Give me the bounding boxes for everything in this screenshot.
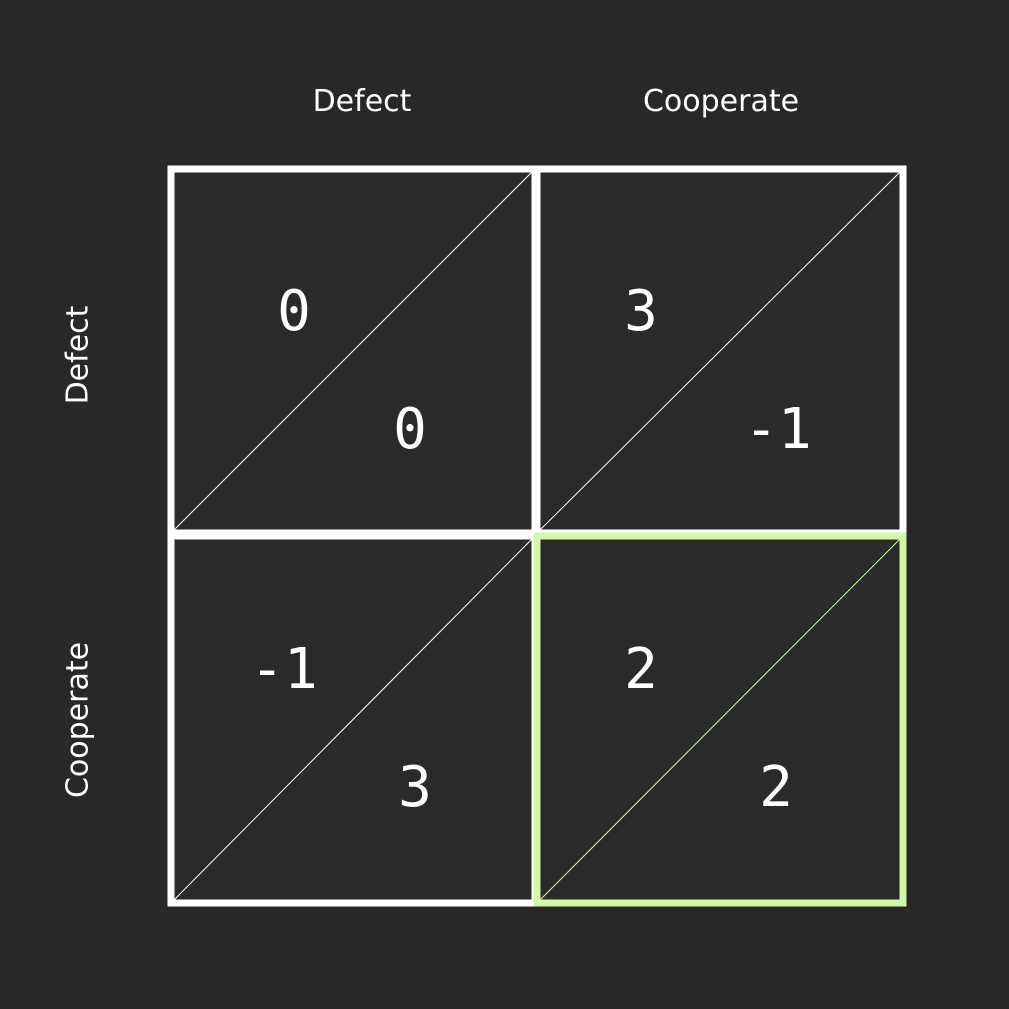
cell-diagonal <box>170 535 536 904</box>
column-label-cooperate: Cooperate <box>642 84 800 119</box>
cell-cooperate-cooperate: 2 2 <box>533 532 907 907</box>
column-player-payoff: 2 <box>759 755 793 820</box>
row-player-payoff: 0 <box>277 279 311 344</box>
column-label-defect: Defect <box>312 84 412 119</box>
cell-defect-cooperate: 3 -1 <box>533 165 907 537</box>
row-player-payoff: 3 <box>624 279 658 344</box>
column-player-payoff: 0 <box>393 397 427 462</box>
column-player-payoff: -1 <box>744 397 811 462</box>
cell-diagonal <box>536 168 904 534</box>
cell-diagonal <box>536 535 904 904</box>
cell-defect-defect: 0 0 <box>167 165 539 537</box>
column-player-payoff: 3 <box>398 755 432 820</box>
cell-cooperate-defect: -1 3 <box>167 532 539 907</box>
row-player-payoff: 2 <box>624 637 658 702</box>
cell-diagonal <box>170 168 536 534</box>
row-player-payoff: -1 <box>250 637 317 702</box>
